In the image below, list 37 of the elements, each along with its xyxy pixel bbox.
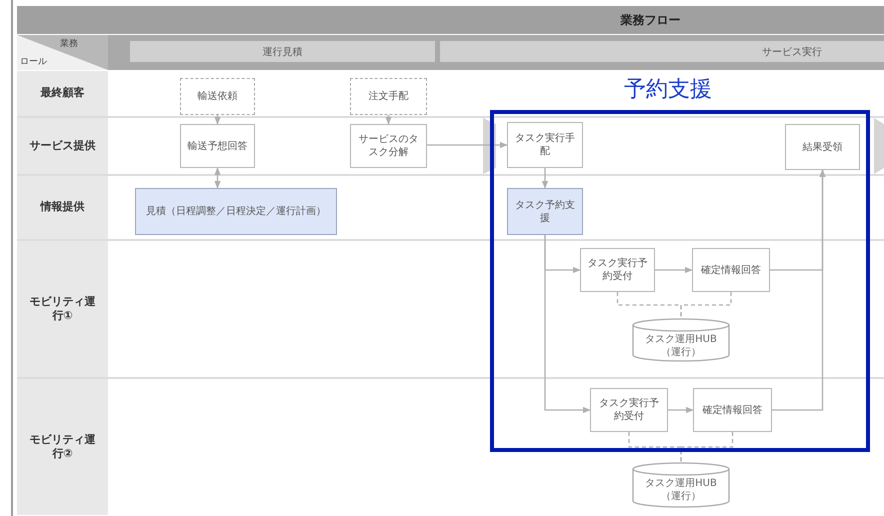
arrow	[668, 406, 694, 414]
process-box: サービスのタスク分解	[350, 124, 427, 168]
process-box: 見積（日程調整／日程決定／運行計画）	[135, 188, 337, 235]
arrow	[427, 142, 508, 148]
process-box: 確定情報回答	[692, 248, 770, 292]
arrow	[655, 266, 693, 274]
process-box: タスク実行予約受付	[580, 248, 655, 292]
phase-header: 運行見積	[130, 41, 435, 62]
lane-header: サービス提供	[17, 118, 108, 174]
connector-line	[680, 292, 732, 318]
dashed-box: 輸送依頼	[180, 78, 255, 115]
process-box: 輸送予想回答	[180, 124, 255, 168]
database-cylinder: タスク運用HUB（運行）	[632, 462, 730, 508]
connector-line	[616, 292, 682, 318]
arrow	[385, 115, 392, 125]
corner-label: 業務	[60, 38, 78, 50]
arrow	[214, 167, 221, 189]
corner-label: ロール	[20, 56, 47, 68]
connector-line	[680, 432, 734, 462]
arrow	[544, 235, 591, 414]
arrow	[772, 169, 826, 411]
process-box: 結果受領	[785, 124, 860, 170]
dashed-box: 注文手配	[350, 78, 427, 115]
process-box: 確定情報回答	[693, 388, 772, 432]
process-box: タスク予約支援	[507, 188, 583, 235]
title-bar: 業務フロー	[17, 6, 884, 34]
process-box: タスク実行予約受付	[590, 388, 668, 432]
lane-header: モビリティ運行②	[17, 379, 108, 515]
database-cylinder: タスク運用HUB（運行）	[632, 318, 730, 362]
lane-header: 情報提供	[17, 176, 108, 239]
arrow	[214, 115, 221, 125]
frame-heading: 予約支援	[624, 76, 712, 104]
lane-header: 最終顧客	[17, 71, 108, 116]
arrow	[542, 168, 548, 189]
process-box: タスク実行手配	[507, 122, 583, 168]
phase-header: サービス実行	[440, 41, 884, 62]
lane-header: モビリティ運行①	[17, 241, 108, 377]
